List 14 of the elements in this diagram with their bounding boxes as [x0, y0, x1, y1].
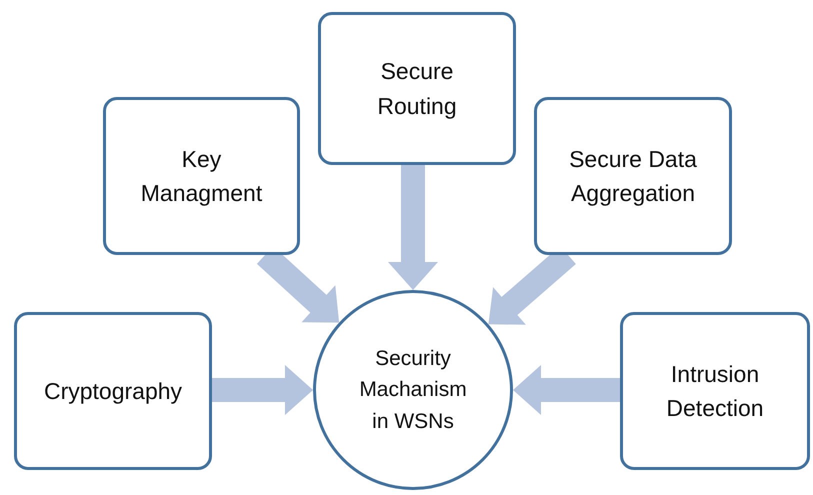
- node-label: Secure Data Aggregation: [568, 144, 698, 208]
- node-label: Security Machanism in WSNs: [358, 346, 468, 435]
- block-arrow: [212, 365, 313, 415]
- node-label: Cryptography: [44, 376, 182, 406]
- block-arrow: [388, 165, 438, 290]
- node-label: Secure Routing: [376, 57, 458, 121]
- node-label: Key Managment: [140, 144, 264, 208]
- rounded-box: [534, 97, 732, 255]
- rounded-box: [620, 312, 810, 470]
- node-label: Intrusion Detection: [665, 360, 765, 423]
- rounded-box: [318, 12, 516, 165]
- block-arrow: [513, 365, 620, 415]
- rounded-box: [103, 97, 300, 255]
- rounded-box: [14, 312, 212, 470]
